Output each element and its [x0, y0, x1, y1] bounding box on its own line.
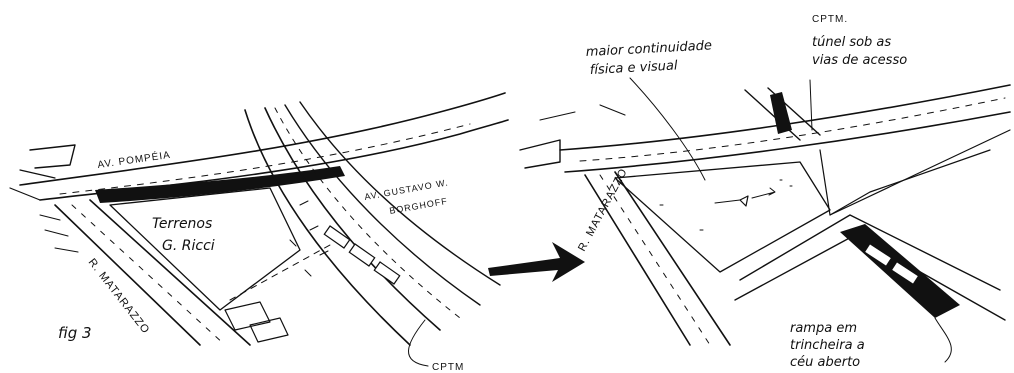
note-continuity-line2: física e visual — [589, 58, 678, 78]
label-terrenos: Terrenos — [152, 216, 212, 232]
note-ramp-line3: céu aberto — [790, 355, 860, 370]
left-sketch: AV. POMPÉIA AV. GUSTAVO W. BORGHOFF Terr… — [10, 93, 508, 373]
label-cptm-left: CPTM — [432, 362, 464, 373]
note-ramp-line1: rampa em — [790, 321, 857, 336]
label-gustavo-line2: BORGHOFF — [389, 196, 449, 216]
right-arrow-icon — [488, 242, 585, 282]
right-sketch: maior continuidade física e visual CPTM.… — [520, 14, 1010, 370]
note-ramp-line2: trincheira a — [790, 338, 865, 353]
label-cptm-right: CPTM. — [812, 14, 848, 25]
label-g-ricci: G. Ricci — [162, 238, 215, 254]
note-continuity-line1: maior continuidade — [585, 38, 712, 60]
note-tunnel-line1: túnel sob as — [812, 35, 891, 50]
note-tunnel-line2: vias de acesso — [812, 53, 907, 68]
train-left — [324, 226, 399, 284]
figure-label: fig 3 — [58, 324, 92, 342]
label-av-pompeia: AV. POMPÉIA — [97, 148, 172, 171]
